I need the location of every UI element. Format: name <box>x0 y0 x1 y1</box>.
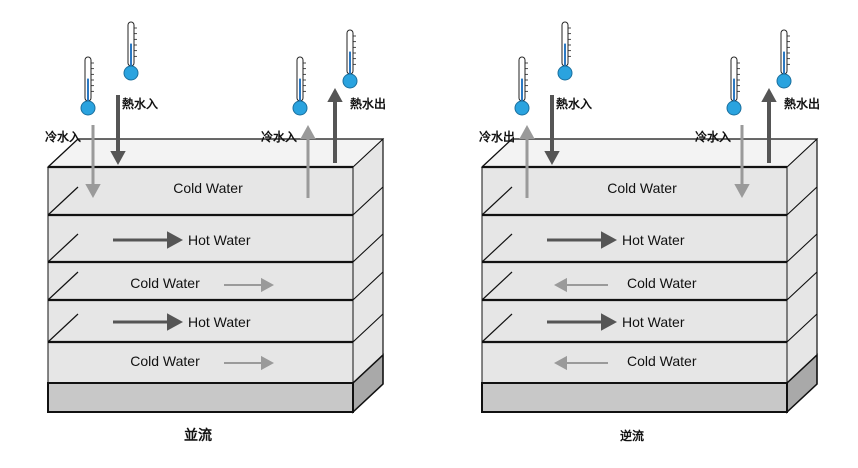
thermometer-icon <box>80 56 96 116</box>
panel-caption: 並流 <box>184 427 212 444</box>
panel-caption: 逆流 <box>620 428 644 443</box>
port-label: 熱水出 <box>784 96 820 111</box>
flow-arrow-hot <box>113 313 183 331</box>
layer-label-hot-water: Hot Water <box>188 314 251 330</box>
thermometer-icon <box>557 21 573 81</box>
layer-label-cold-water: Cold Water <box>130 353 200 369</box>
port-label: 冷水出 <box>479 129 515 144</box>
flow-arrow-cold <box>224 277 274 293</box>
port-arrow-hot-out <box>327 88 343 163</box>
layer-label-cold-water: Cold Water <box>173 180 243 196</box>
flow-arrow-hot <box>547 231 617 249</box>
base-block <box>47 382 354 413</box>
flow-arrow-cold <box>554 277 608 293</box>
layer-label-hot-water: Hot Water <box>622 314 685 330</box>
layer-3 <box>481 299 788 343</box>
layer-3 <box>47 299 354 343</box>
layer-1 <box>481 214 788 263</box>
flow-arrow-cold <box>554 355 608 371</box>
port-label: 冷水入 <box>45 129 81 144</box>
port-arrow-cold-out <box>300 125 316 198</box>
port-arrow-hot-out <box>761 88 777 163</box>
port-arrow-hot-in <box>110 95 126 165</box>
layer-label-cold-water: Cold Water <box>130 275 200 291</box>
layer-label-hot-water: Hot Water <box>622 232 685 248</box>
layer-label-cold-water: Cold Water <box>607 180 677 196</box>
port-label: 冷水入 <box>261 129 297 144</box>
port-label: 熱水入 <box>122 96 158 111</box>
layer-4 <box>47 341 354 384</box>
box-top <box>46 138 385 168</box>
thermometer-icon <box>514 56 530 116</box>
layer-label-cold-water: Cold Water <box>627 353 697 369</box>
thermometer-icon <box>726 56 742 116</box>
base-block <box>481 382 788 413</box>
port-label: 冷水入 <box>695 129 731 144</box>
thermometer-icon <box>342 29 358 89</box>
layer-4 <box>481 341 788 384</box>
layer-0 <box>481 166 788 216</box>
layer-1 <box>47 214 354 263</box>
port-arrow-hot-in <box>544 95 560 165</box>
port-arrow-cold-in <box>734 125 750 198</box>
thermometer-icon <box>292 56 308 116</box>
port-arrow-cold-in <box>85 125 101 198</box>
port-arrow-cold-out <box>519 125 535 198</box>
flow-arrow-hot <box>547 313 617 331</box>
box-top <box>480 138 819 168</box>
thermometer-icon <box>123 21 139 81</box>
layer-0 <box>47 166 354 216</box>
thermometer-icon <box>776 29 792 89</box>
port-label: 熱水出 <box>350 96 386 111</box>
layer-label-cold-water: Cold Water <box>627 275 697 291</box>
flow-arrow-cold <box>224 355 274 371</box>
port-label: 熱水入 <box>556 96 592 111</box>
layer-label-hot-water: Hot Water <box>188 232 251 248</box>
layer-2 <box>47 261 354 301</box>
flow-arrow-hot <box>113 231 183 249</box>
